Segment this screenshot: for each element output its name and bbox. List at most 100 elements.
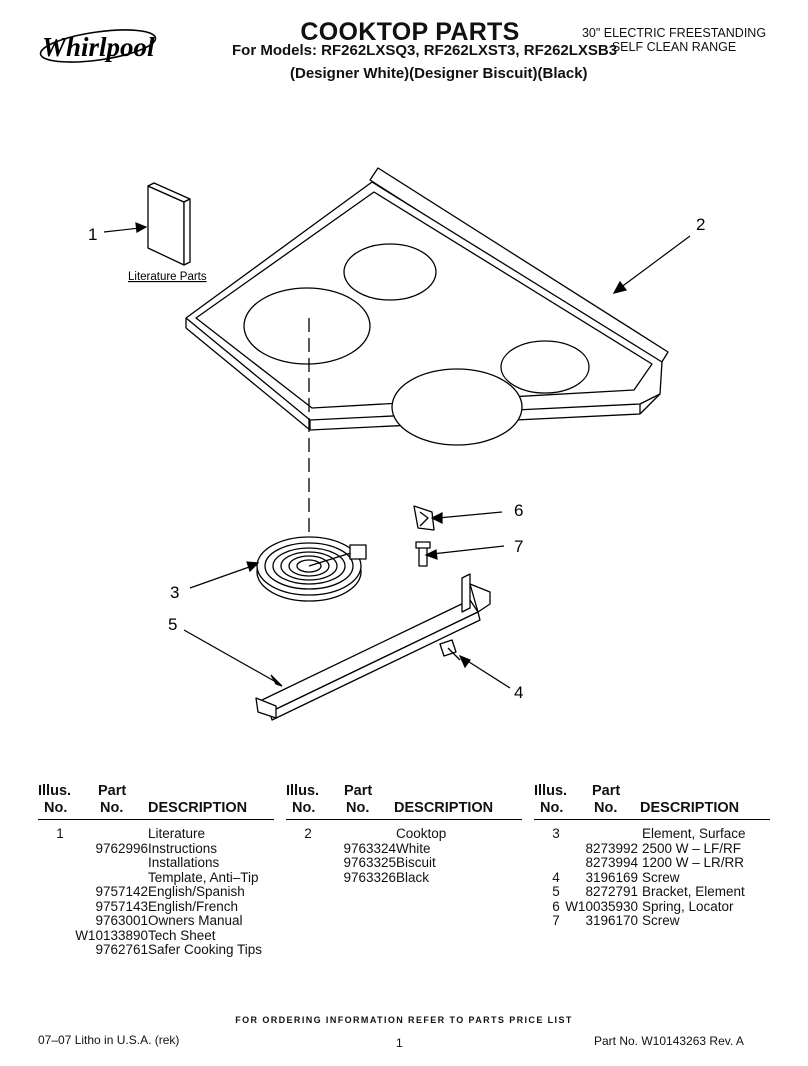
- parts-column-1: Illus. No. Part No. DESCRIPTION 1 Literat…: [38, 783, 274, 958]
- part-description: Literature: [148, 826, 206, 841]
- part-description: Safer Cooking Tips: [148, 942, 263, 957]
- part-number: 9763326: [343, 869, 396, 885]
- illus-number: 3: [552, 826, 560, 841]
- part-number: 9763324: [343, 840, 396, 856]
- part-description: Screw: [642, 869, 680, 885]
- part-number: 8273994: [585, 855, 638, 870]
- cooktop-illustration: [185, 167, 669, 446]
- part-description: Bracket, Element: [642, 884, 745, 899]
- callout-7: 7: [514, 537, 523, 556]
- document-part-number: Part No. W10143263 Rev. A: [594, 1034, 744, 1048]
- table-row: Template, Anti–Tip: [38, 870, 274, 886]
- illus-number: 7: [552, 913, 560, 928]
- table-row: 5 8272791 Bracket, Element: [534, 884, 770, 900]
- part-number: 9762996: [95, 840, 148, 856]
- table-header: Illus. No. Part No. DESCRIPTION: [38, 783, 274, 820]
- part-description: Element, Surface: [642, 826, 746, 841]
- header-part: Part: [344, 783, 373, 799]
- table-header: Illus. No. Part No. DESCRIPTION: [286, 783, 522, 820]
- part-number: 9762761: [95, 942, 148, 957]
- range-type-line2: SELF CLEAN RANGE: [611, 40, 737, 54]
- literature-booklet-illustration: [147, 182, 191, 266]
- part-description: Black: [396, 869, 430, 885]
- illus-number: 1: [56, 826, 64, 841]
- part-number: 3196170: [585, 913, 638, 928]
- leader-4: [465, 659, 511, 689]
- spring-locator-illustration: [413, 505, 435, 531]
- callout-5: 5: [168, 615, 177, 634]
- header-illus: Illus.: [534, 783, 568, 799]
- page-title: COOKTOP PARTS: [300, 18, 520, 46]
- header-part-no: No.: [346, 800, 370, 816]
- part-number: 8272791: [585, 884, 638, 899]
- header-illus-no: No.: [292, 800, 316, 816]
- part-description: Instructions: [148, 840, 218, 856]
- header-illus-no: No.: [540, 800, 564, 816]
- leader-1: [103, 227, 141, 233]
- part-description: White: [396, 840, 431, 856]
- header-part-no: No.: [594, 800, 618, 816]
- exploded-parts-diagram: 1 2 3 4 5 6 7 Literature Parts: [88, 167, 705, 721]
- leader-2: [619, 235, 691, 289]
- leader-7: [431, 545, 505, 555]
- callout-4: 4: [514, 683, 523, 702]
- table-row: 3 Element, Surface: [534, 826, 770, 842]
- table-row: 1 Literature: [38, 826, 274, 842]
- surface-element-illustration: [256, 536, 367, 602]
- header-part: Part: [592, 783, 621, 799]
- parts-column-3: Illus. No. Part No. DESCRIPTION 3 Element…: [534, 783, 770, 929]
- table-header: Illus. No. Part No. DESCRIPTION: [534, 783, 770, 820]
- callout-2: 2: [696, 215, 705, 234]
- header-illus-no: No.: [44, 800, 68, 816]
- part-description: Spring, Locator: [642, 898, 734, 914]
- part-description: English/Spanish: [148, 884, 245, 899]
- part-description: Screw: [642, 913, 680, 928]
- colors-line: (Designer White)(Designer Biscuit)(Black…: [290, 65, 588, 82]
- table-row: 2 Cooktop: [286, 826, 522, 842]
- range-type-line1: 30" ELECTRIC FREESTANDING: [581, 26, 767, 40]
- part-description: Owners Manual: [148, 913, 243, 928]
- table-row: 7 3196170 Screw: [534, 913, 770, 929]
- part-number: 8273992: [585, 840, 638, 856]
- header-description: DESCRIPTION: [394, 800, 494, 816]
- models-line: For Models: RF262LXSQ3, RF262LXST3, RF26…: [232, 42, 618, 59]
- page-number: 1: [396, 1036, 403, 1050]
- header-part: Part: [98, 783, 127, 799]
- part-number: 3196169: [585, 869, 638, 885]
- header-part-no: No.: [100, 800, 124, 816]
- illus-number: 4: [552, 869, 560, 885]
- part-number: 9757143: [95, 898, 148, 914]
- part-description: English/French: [148, 898, 239, 914]
- illus-number: 2: [304, 826, 312, 841]
- range-type: 30" ELECTRIC FREESTANDING SELF CLEAN RAN…: [574, 26, 774, 54]
- header-illus: Illus.: [286, 783, 320, 799]
- part-description: Installations: [148, 855, 220, 870]
- parts-column-2: Illus. No. Part No. DESCRIPTION 2 Cooktop…: [286, 783, 522, 885]
- illus-number: 5: [552, 884, 560, 899]
- part-description: Cooktop: [396, 826, 447, 841]
- illus-number: 6: [552, 898, 560, 914]
- literature-caption: Literature Parts: [128, 271, 207, 283]
- header-illus: Illus.: [38, 783, 72, 799]
- callout-3: 3: [170, 583, 179, 602]
- whirlpool-logo: Whirlpool: [39, 29, 157, 63]
- part-description: Biscuit: [396, 855, 436, 870]
- brand-text: Whirlpool: [42, 32, 155, 62]
- part-description: 2500 W – LF/RF: [642, 840, 742, 856]
- table-row: Installations: [38, 855, 274, 871]
- part-number: W10133890: [75, 927, 148, 943]
- ordering-note: FOR ORDERING INFORMATION REFER TO PARTS …: [235, 1015, 573, 1025]
- bracket-illustration: [255, 573, 491, 721]
